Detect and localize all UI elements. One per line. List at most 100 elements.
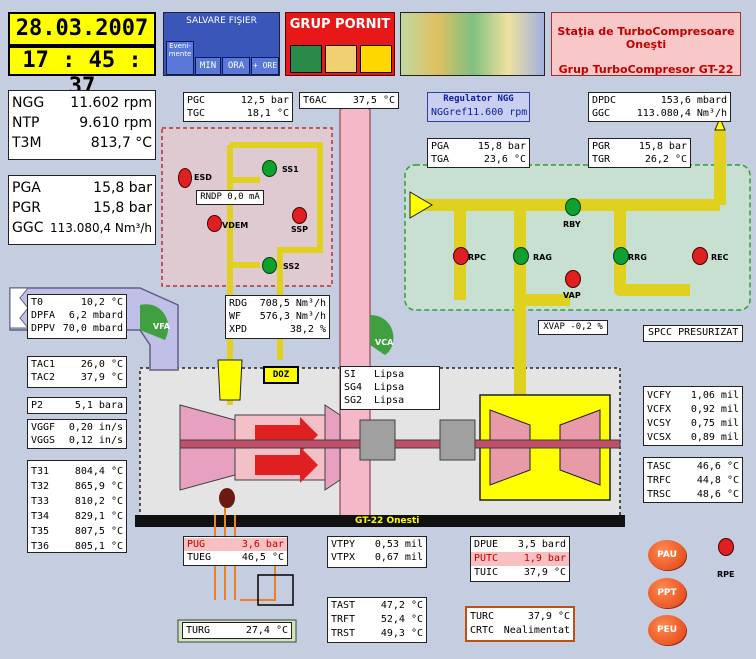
rpe-label: RPE: [717, 570, 735, 579]
station-title-panel: Staţia de TurboCompresoare Oneşti Grup T…: [551, 12, 741, 76]
t33-value: 810,2 °C: [74, 496, 123, 507]
ntp-value: 9.610 rpm: [79, 115, 152, 131]
tasc-label: TASC: [647, 461, 672, 472]
coupling-1: [359, 419, 396, 461]
vtpx-value: 0,67 mil: [374, 552, 423, 563]
calculator-icon[interactable]: [290, 45, 322, 73]
rdg-value: 708,5 Nm³/h: [259, 298, 326, 309]
chart-icon[interactable]: [360, 45, 392, 73]
min-button[interactable]: MIN: [195, 57, 221, 75]
t34-value: 829,1 °C: [74, 511, 123, 522]
p2-value: 5,1 bara: [74, 400, 123, 411]
rpc-label: RPC: [468, 253, 486, 262]
vca-label: VCA: [375, 338, 394, 347]
tasc-value: 46,6 °C: [696, 461, 739, 472]
base-label: GT-22 Onesti: [355, 516, 420, 526]
screens-thumbnails[interactable]: [400, 12, 545, 76]
trft-label: TRFT: [331, 614, 356, 625]
t35-value: 807,5 °C: [74, 526, 123, 537]
regulator-title: Regulator NGG: [443, 94, 514, 104]
rdg-label: RDG: [229, 298, 248, 309]
vtpx-label: VTPX: [331, 552, 356, 563]
dpue-value: 3,5 bard: [517, 539, 566, 550]
ggc2-label: GGC: [592, 108, 611, 119]
ss2-valve-icon[interactable]: [262, 257, 277, 274]
rag-valve-icon[interactable]: [513, 247, 529, 265]
reading-t33: T33 810,2 °C: [28, 494, 126, 509]
vfa-label: VFA: [153, 322, 170, 331]
tac1-value: 26,0 °C: [80, 359, 123, 370]
pau-button[interactable]: PAU: [648, 540, 686, 570]
tuic-value: 37,9 °C: [523, 567, 566, 578]
status-sg2: SG2 Lipsa: [341, 394, 439, 407]
ntp-label: NTP: [12, 115, 40, 131]
vdem-valve-icon[interactable]: [207, 215, 222, 232]
vggs-value: 0,12 in/s: [68, 435, 123, 446]
esd-valve-icon[interactable]: [178, 168, 192, 188]
ss1-valve-icon[interactable]: [262, 160, 277, 177]
evenimente-button[interactable]: Eveni-mente: [166, 41, 194, 75]
pgc-label: PGC: [187, 95, 206, 106]
vggf-value: 0,20 in/s: [68, 422, 123, 433]
nggref-label: NGGref: [431, 107, 468, 118]
vdem-label: VDEM: [222, 221, 249, 230]
vcsx-value: 0,89 mil: [690, 432, 739, 443]
doz-box[interactable]: DOZ: [263, 366, 299, 384]
ppt-button[interactable]: PPT: [648, 578, 686, 608]
plus-ore-button[interactable]: + ORE: [251, 57, 279, 75]
xpd-value: 38,2 %: [289, 324, 326, 335]
t0-value: 10,2 °C: [80, 297, 123, 308]
ora-button[interactable]: ORA: [222, 57, 250, 75]
rec-valve-icon[interactable]: [692, 247, 708, 265]
t33-label: T33: [31, 496, 50, 507]
ggc-value: 113.080,4 Nm³/h: [49, 221, 152, 235]
vcsy-label: VCSY: [647, 418, 672, 429]
t6ac-value: 37,5 °C: [352, 95, 395, 106]
sg4-label: SG4: [344, 382, 363, 393]
pgr2-value: 15,8 bar: [638, 141, 687, 152]
rpc-valve-icon[interactable]: [453, 247, 469, 265]
peu-button[interactable]: PEU: [648, 615, 686, 645]
wf-value: 576,3 Nm³/h: [259, 311, 326, 322]
ssp-valve-icon[interactable]: [292, 207, 307, 224]
sg2-value: Lipsa: [374, 395, 405, 406]
pug-value: 3,6 bar: [241, 539, 284, 550]
tac1-label: TAC1: [31, 359, 56, 370]
rpe-valve-icon[interactable]: [718, 538, 734, 556]
trsc-value: 48,6 °C: [696, 489, 739, 500]
sg2-label: SG2: [344, 395, 363, 406]
dppv-value: 70,0 mbard: [62, 323, 123, 334]
rby-valve-icon[interactable]: [565, 198, 581, 216]
tgr-value: 26,2 °C: [644, 154, 687, 165]
rrg-valve-icon[interactable]: [613, 247, 629, 265]
rec-label: REC: [711, 253, 729, 262]
folder-icon[interactable]: [325, 45, 357, 73]
date-display: 28.03.2007: [8, 12, 156, 46]
vap-valve-icon[interactable]: [565, 270, 581, 288]
dpdc-label: DPDC: [592, 95, 617, 106]
